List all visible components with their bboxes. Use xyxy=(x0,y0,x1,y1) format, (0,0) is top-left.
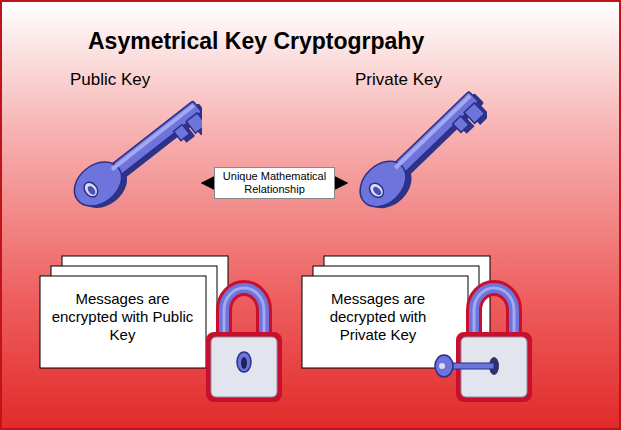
message-text: Messages are decrypted with Private Key xyxy=(312,290,444,344)
edge-label: Unique Mathematical Relationship xyxy=(214,167,335,199)
diagram-title: Asymetrical Key Cryptogrpahy xyxy=(88,28,424,55)
private-key-icon: Private Key xyxy=(347,66,487,216)
message-text: Messages are encrypted with Public Key xyxy=(50,290,195,344)
message-stack: Messages are encrypted with Public Key xyxy=(38,248,283,408)
key-label: Public Key xyxy=(70,70,202,90)
message-stack: Messages are decrypted with Private Key xyxy=(300,248,545,408)
public-key-icon: Public Key xyxy=(62,66,202,216)
key-label: Private Key xyxy=(355,70,487,90)
message-stack-shape xyxy=(38,248,283,408)
message-stack-shape xyxy=(300,248,545,408)
